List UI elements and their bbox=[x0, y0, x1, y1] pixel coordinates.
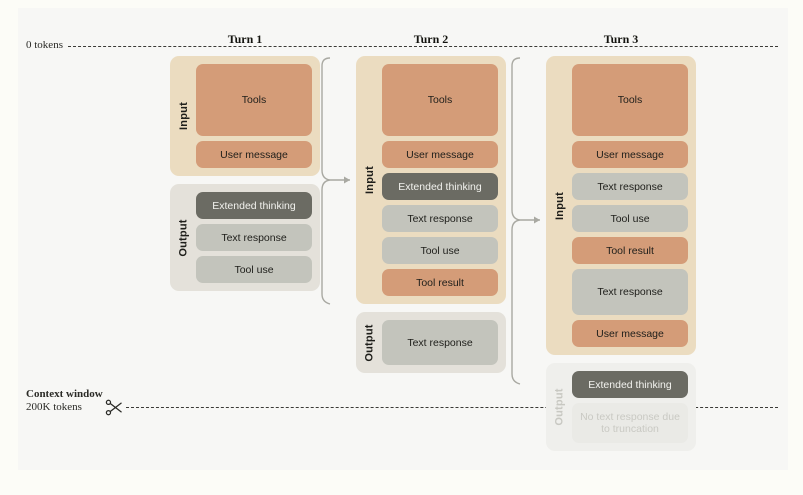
block-extended-thinking: Extended thinking bbox=[382, 173, 498, 200]
turn-title-3: Turn 3 bbox=[603, 32, 639, 46]
block-tool-result: Tool result bbox=[382, 269, 498, 296]
block-user-message: User message bbox=[196, 141, 312, 168]
turn-2-output-label: Output bbox=[360, 312, 380, 373]
block-tool-use: Tool use bbox=[572, 205, 688, 232]
context-window-size: 200K tokens bbox=[26, 401, 82, 413]
turn-1-input-label: Input bbox=[174, 56, 194, 176]
block-tool-use: Tool use bbox=[196, 256, 312, 283]
context-window-title: Context window bbox=[26, 388, 103, 400]
block-user-message: User message bbox=[572, 141, 688, 168]
block-user-message: User message bbox=[382, 141, 498, 168]
zero-tokens-line bbox=[68, 46, 778, 47]
group-label-text: Output bbox=[554, 388, 566, 426]
block-tools: Tools bbox=[382, 64, 498, 136]
block-text-response: Text response bbox=[382, 205, 498, 232]
group-label-text: Input bbox=[178, 102, 191, 130]
group-label-text: Input bbox=[554, 191, 567, 220]
block-tools: Tools bbox=[572, 64, 688, 136]
block-extended-thinking: Extended thinking bbox=[572, 371, 688, 398]
block-text-response: Text response bbox=[572, 269, 688, 315]
turn-title-1: Turn 1 bbox=[227, 32, 263, 46]
block-tools: Tools bbox=[196, 64, 312, 136]
group-label-text: Output bbox=[178, 218, 190, 257]
context-window-label: Context window 200K tokens bbox=[26, 388, 103, 414]
turn-1-output-label: Output bbox=[174, 184, 194, 291]
turn-3-input-label: Input bbox=[550, 56, 570, 355]
context-window-line bbox=[126, 407, 778, 408]
block-tool-use: Tool use bbox=[382, 237, 498, 264]
block-tool-result: Tool result bbox=[572, 237, 688, 264]
zero-tokens-label: 0 tokens bbox=[26, 39, 63, 51]
block-user-message: User message bbox=[572, 320, 688, 347]
block-extended-thinking: Extended thinking bbox=[196, 192, 312, 219]
block-text-response: Text response bbox=[382, 320, 498, 365]
turn-2-input-label: Input bbox=[360, 56, 380, 304]
group-label-text: Output bbox=[364, 323, 376, 362]
block-text-response: Text response bbox=[572, 173, 688, 200]
block-text-response: Text response bbox=[196, 224, 312, 251]
block-no-text-response-due-to-truncation: No text response due to truncation bbox=[572, 403, 688, 443]
turn-3-output-group: Output Extended thinking No text response … bbox=[546, 363, 696, 451]
turn-2-output-group: Output Text response bbox=[356, 312, 506, 373]
turn-title-2: Turn 2 bbox=[413, 32, 449, 46]
group-label-text: Input bbox=[364, 166, 377, 194]
turn-3-output-label: Output bbox=[550, 363, 570, 451]
scissors-icon bbox=[105, 399, 122, 416]
